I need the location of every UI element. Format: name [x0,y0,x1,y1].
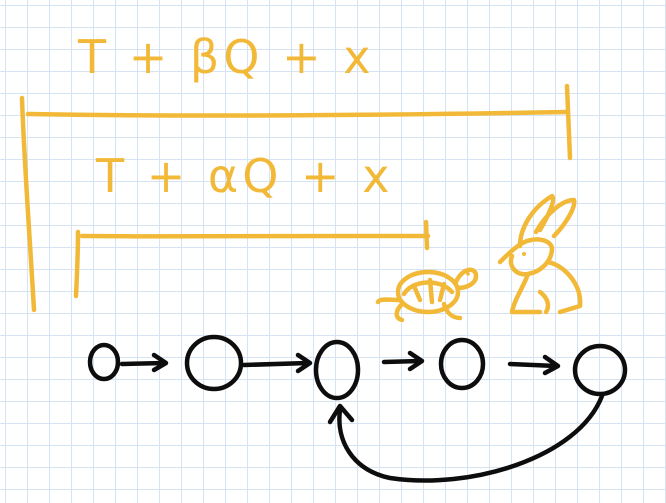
rabbit-eye [522,252,526,256]
outer-bracket-line [25,109,571,118]
list-node-4 [438,337,486,391]
tortoise-eye [466,272,470,276]
inner-span-label: T + αQ + x [96,149,394,203]
rabbit-icon [497,193,583,315]
inner-bracket-right-tick [423,219,430,251]
list-node-2 [184,334,244,392]
list-node-3 [313,339,361,401]
linked-list [87,334,628,483]
arrow-node4-node5 [507,354,561,376]
outer-span-label: T + βQ + x [78,30,375,84]
list-node-5 [572,343,628,397]
outer-span-bracket [19,83,573,313]
list-node-1 [87,342,121,382]
outer-bracket-right-tick [564,83,573,161]
arrow-node3-node4 [381,350,425,372]
inner-span-bracket [73,219,431,299]
outer-bracket-left-tick [19,95,37,313]
arrow-node1-node2 [119,352,169,373]
arrow-node2-node3 [241,352,313,374]
cycle-arrow-node5-node3 [327,393,605,483]
inner-bracket-left-tick [73,229,81,299]
tortoise-icon [375,267,479,323]
